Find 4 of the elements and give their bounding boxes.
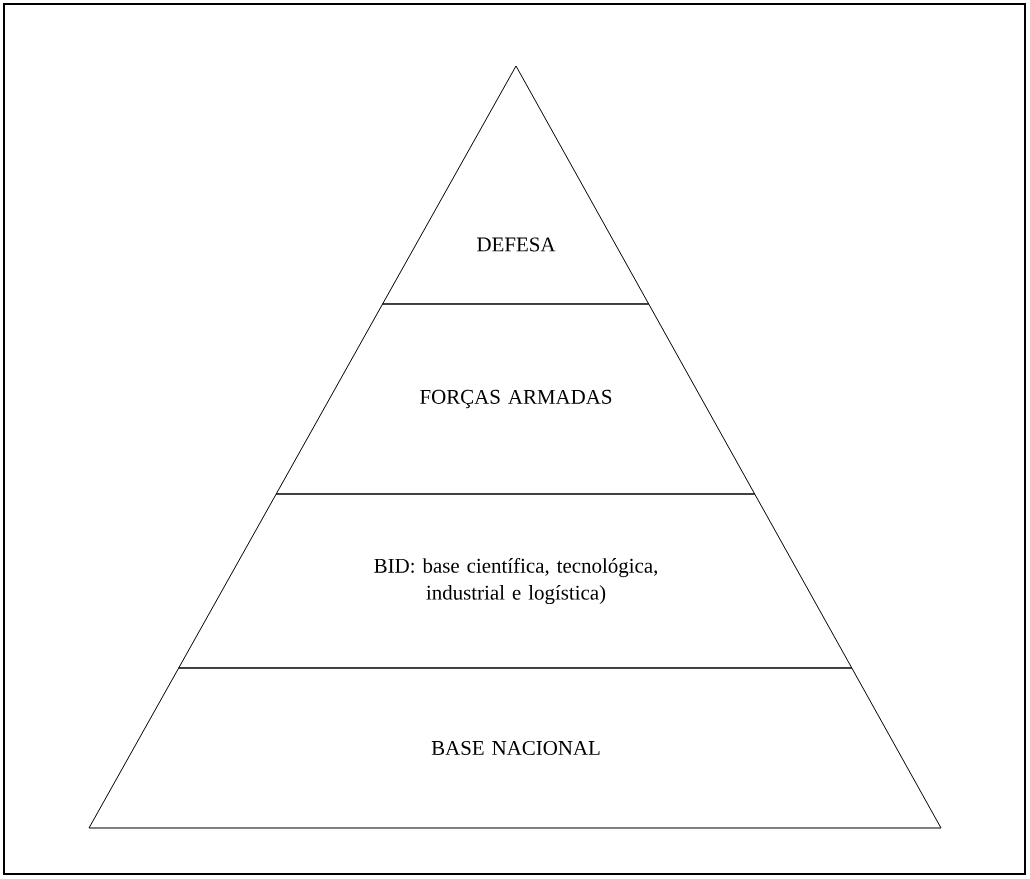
pyramid-level: DEFESA [382, 65, 650, 305]
pyramid-level: FORÇAS ARMADAS [275, 303, 756, 495]
pyramid-level: BID: base científica, tecnológica, industrial e logística) [178, 493, 853, 669]
pyramid-level: BASE NACIONAL [88, 667, 942, 829]
